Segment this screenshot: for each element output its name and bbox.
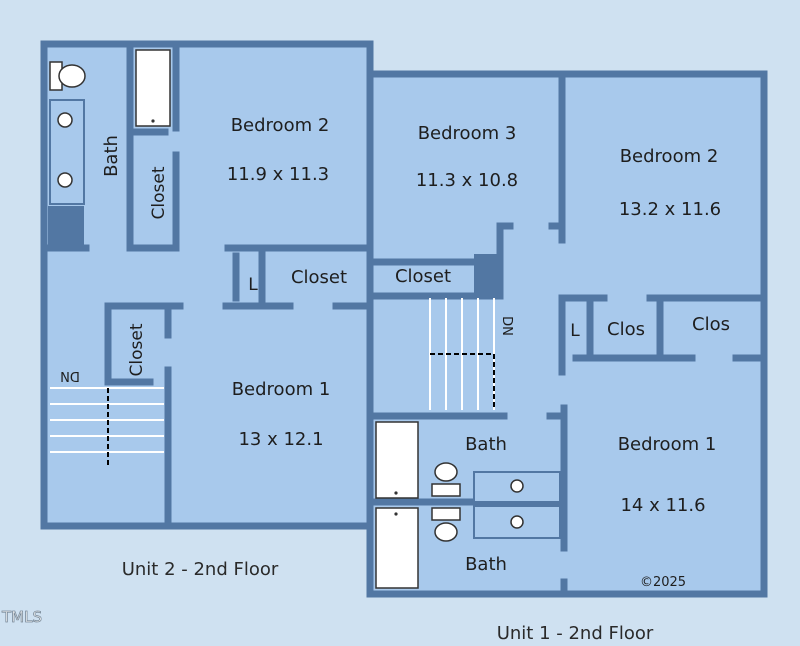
tub-drain bbox=[151, 119, 155, 123]
sink-lower bbox=[510, 515, 524, 529]
unit2-floor bbox=[44, 44, 370, 526]
toilet-upper-tank bbox=[431, 483, 461, 497]
unit1-bedroom3-name: Bedroom 3 bbox=[418, 123, 517, 144]
unit2-closet-hall: Closet bbox=[291, 267, 347, 288]
toilet-lower-bowl bbox=[434, 522, 458, 542]
unit1-stair-dn: DN bbox=[499, 316, 514, 336]
unit1-linen-label: L bbox=[570, 321, 580, 341]
unit1-closet-block bbox=[474, 254, 502, 298]
unit1-bath-upper: Bath bbox=[465, 434, 507, 455]
toilet-lower-tank bbox=[431, 507, 461, 521]
unit1-caption: Unit 1 - 2nd Floor bbox=[497, 623, 654, 644]
sink-lower bbox=[57, 172, 73, 188]
mls-watermark: TMLS bbox=[1, 608, 42, 626]
unit1-bedroom1-name: Bedroom 1 bbox=[618, 434, 717, 455]
unit1-bath-fixtures bbox=[375, 421, 561, 589]
unit2-caption: Unit 2 - 2nd Floor bbox=[122, 559, 279, 580]
copyright-label: ©2025 bbox=[640, 575, 686, 590]
sink-upper bbox=[510, 479, 524, 493]
tub-lower-drain bbox=[394, 512, 398, 516]
unit1-bedroom2-dims: 13.2 x 11.6 bbox=[619, 199, 721, 220]
bathtub bbox=[135, 49, 171, 127]
unit1-stair-dashed bbox=[430, 353, 495, 410]
unit2-bedroom1-dims: 13 x 12.1 bbox=[238, 429, 323, 450]
unit2-bath-cabinet bbox=[48, 206, 84, 250]
unit2-bath-label: Bath bbox=[101, 135, 122, 177]
unit2-bedroom2-name: Bedroom 2 bbox=[231, 115, 330, 136]
sink-upper bbox=[57, 112, 73, 128]
unit2-linen-label: L bbox=[248, 275, 258, 295]
tub-lower bbox=[375, 507, 419, 589]
unit1-bedroom3-dims: 11.3 x 10.8 bbox=[416, 170, 518, 191]
tub-upper bbox=[375, 421, 419, 499]
unit2-closet-left: Closet bbox=[127, 323, 147, 376]
unit2-bedroom2-dims: 11.9 x 11.3 bbox=[227, 164, 329, 185]
toilet-bowl bbox=[58, 64, 86, 88]
unit2-bedroom1-name: Bedroom 1 bbox=[232, 379, 331, 400]
unit1-bath-lower: Bath bbox=[465, 554, 507, 575]
unit1-closet-label: Closet bbox=[395, 266, 451, 287]
unit2-stair-dn: DN bbox=[60, 368, 80, 383]
unit1-bedroom1-dims: 14 x 11.6 bbox=[620, 495, 705, 516]
unit1-clos-b: Clos bbox=[692, 314, 730, 335]
unit2-closet-vertical: Closet bbox=[149, 166, 169, 219]
unit1-clos-a: Clos bbox=[607, 319, 645, 340]
unit2-bath-fixtures bbox=[49, 49, 171, 205]
unit1-bedroom2-name: Bedroom 2 bbox=[620, 146, 719, 167]
toilet-upper-bowl bbox=[434, 462, 458, 482]
tub-upper-drain bbox=[394, 491, 398, 495]
